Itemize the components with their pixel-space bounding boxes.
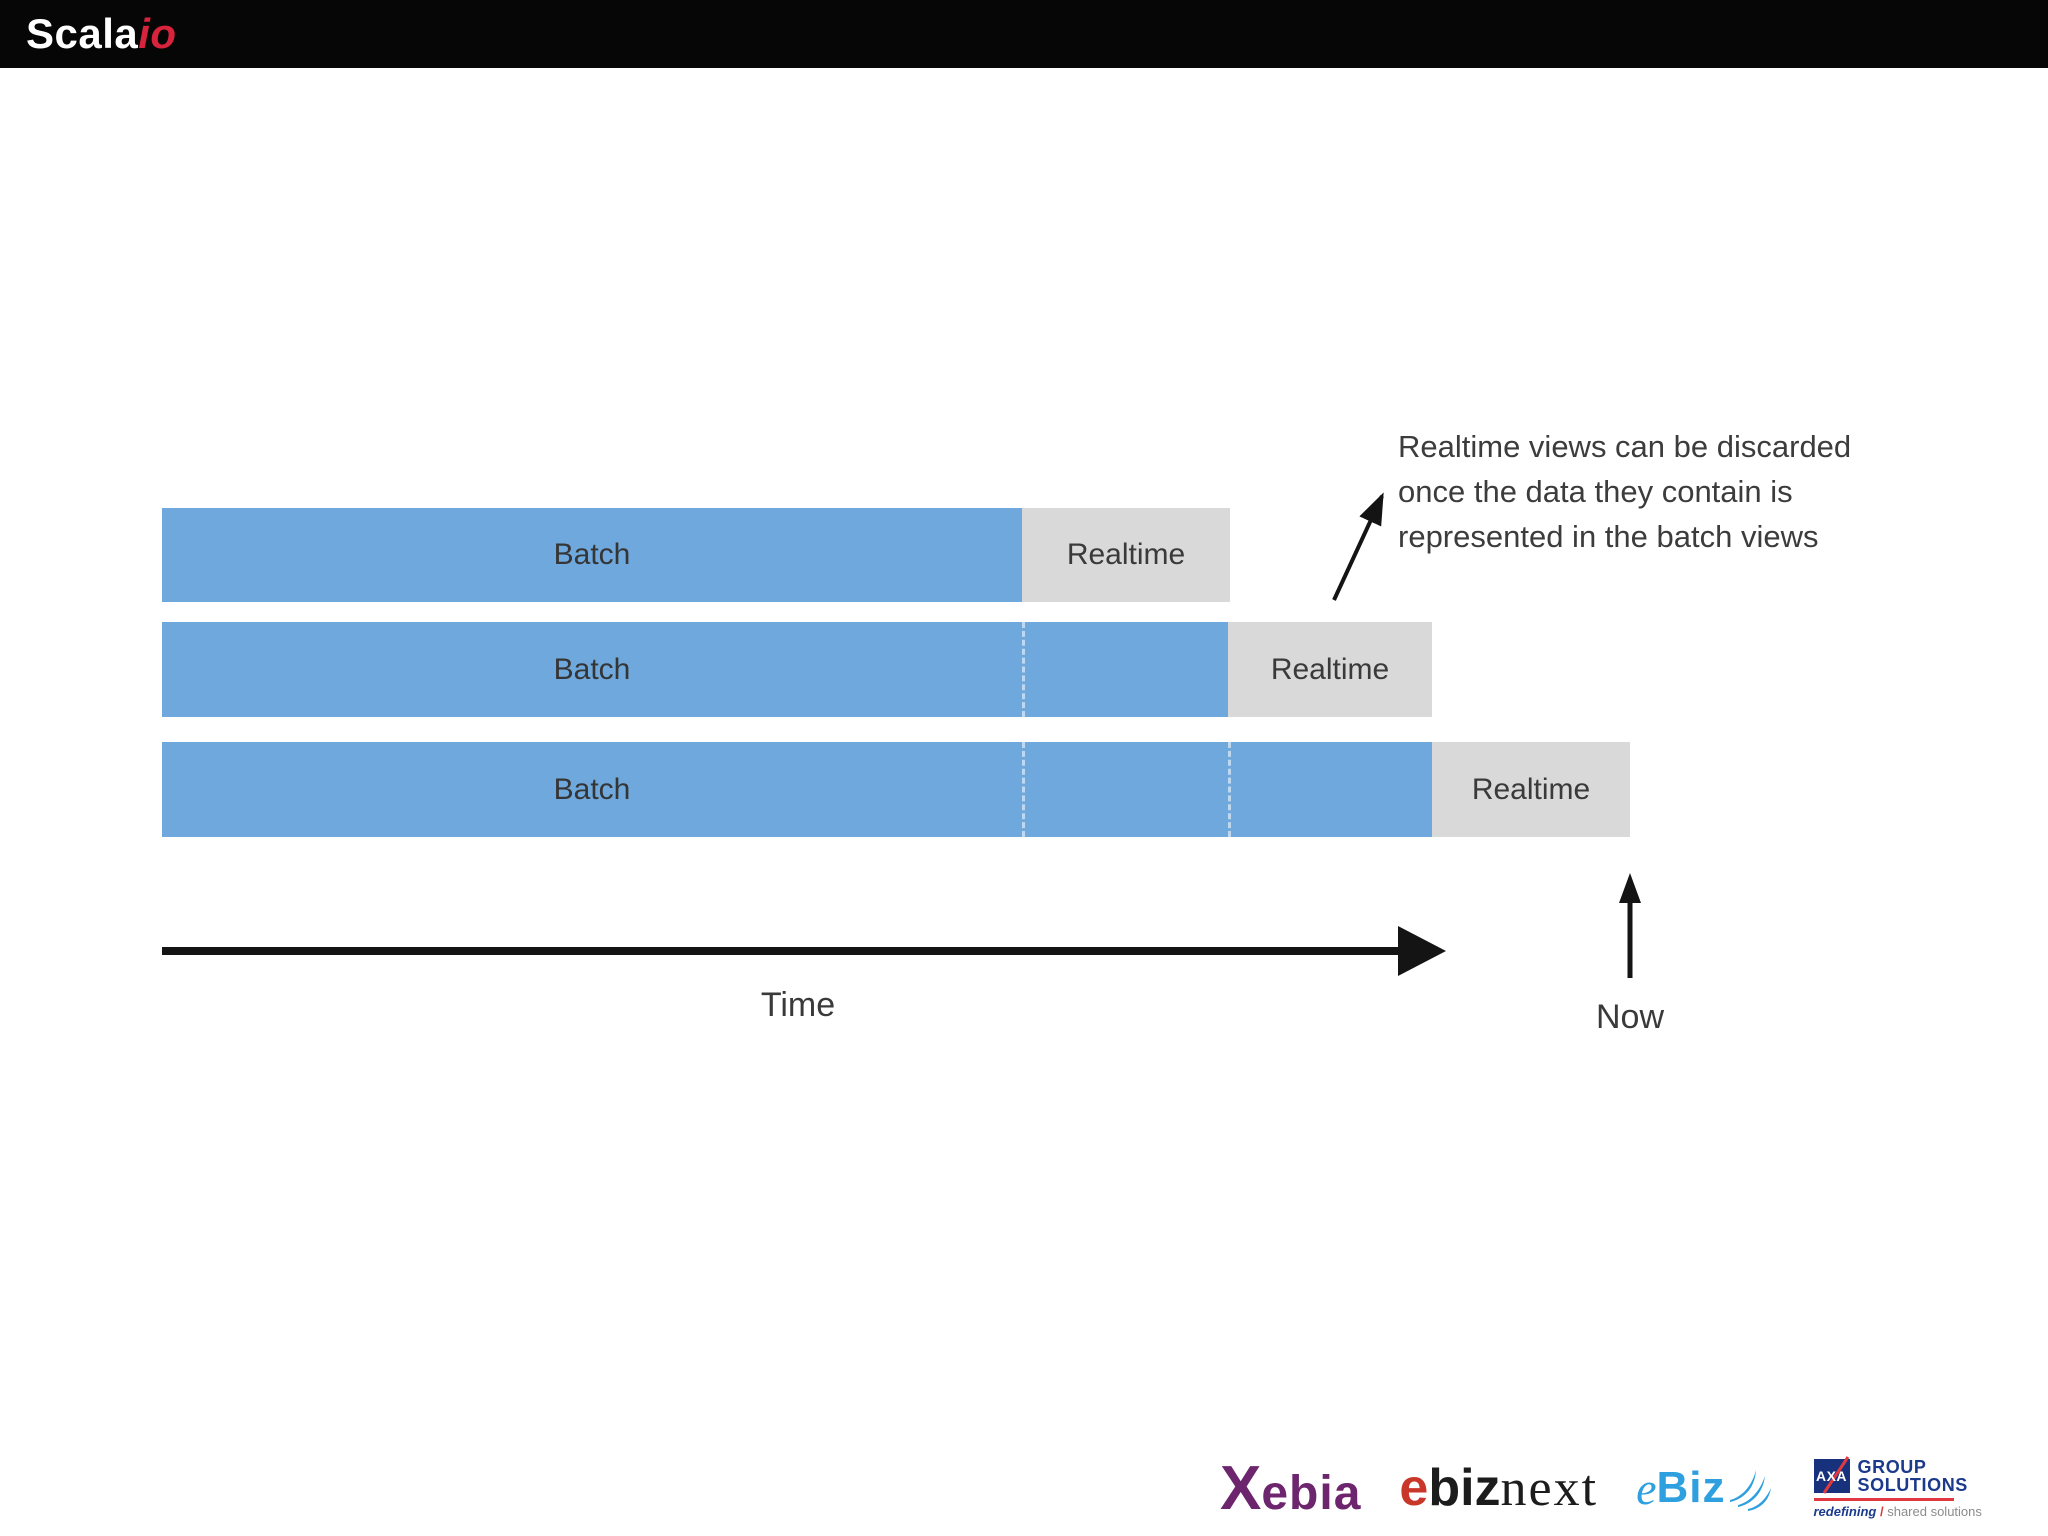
xebia-logo: Xebia <box>1220 1453 1362 1523</box>
bar3-realtime-label: Realtime <box>1471 772 1591 806</box>
time-axis-label: Time <box>760 986 836 1024</box>
axa-square-icon: AXA <box>1813 1455 1850 1494</box>
annotation-arrow-icon <box>1332 492 1384 601</box>
bar1-batch-segment <box>162 508 1022 602</box>
axa-slash-icon <box>1822 1455 1849 1494</box>
ebiznext-logo: ebiznext <box>1399 1459 1599 1517</box>
axa-tagline: redefining / shared solutions <box>1813 1503 1982 1519</box>
annotation-text: Realtime views can be discarded once the… <box>1398 429 1852 554</box>
axa-red-rule <box>1813 1497 1954 1501</box>
bar2-realtime-segment: Realtime <box>1228 622 1432 717</box>
scalaio-logo: Scalaio <box>26 10 177 58</box>
bar2-batch-segment <box>162 622 1228 717</box>
axa-group-solutions-logo: AXA GROUP SOLUTIONS redefining / shared … <box>1813 1455 1982 1519</box>
scalaio-logo-io: io <box>138 10 177 57</box>
header-bar: Scalaio <box>0 0 2048 68</box>
bar1-realtime-label: Realtime <box>1066 538 1186 571</box>
now-arrow-icon <box>1619 873 1641 978</box>
bar1-realtime-segment: Realtime <box>1022 508 1230 602</box>
bar3-divider-1 <box>1022 742 1025 837</box>
now-label: Now <box>1595 998 1665 1036</box>
bar3-divider-2 <box>1228 742 1231 837</box>
axa-wordmark: GROUP SOLUTIONS <box>1857 1456 1968 1495</box>
bar3-batch-segment <box>162 742 1432 837</box>
ebiz-swoosh-icon <box>1729 1470 1771 1511</box>
bar3-realtime-segment: Realtime <box>1432 742 1630 837</box>
bar2-realtime-label: Realtime <box>1270 652 1390 686</box>
bar2-divider <box>1022 622 1025 717</box>
scalaio-logo-scala: Scala <box>26 10 139 57</box>
time-axis-arrow-icon <box>162 926 1446 976</box>
